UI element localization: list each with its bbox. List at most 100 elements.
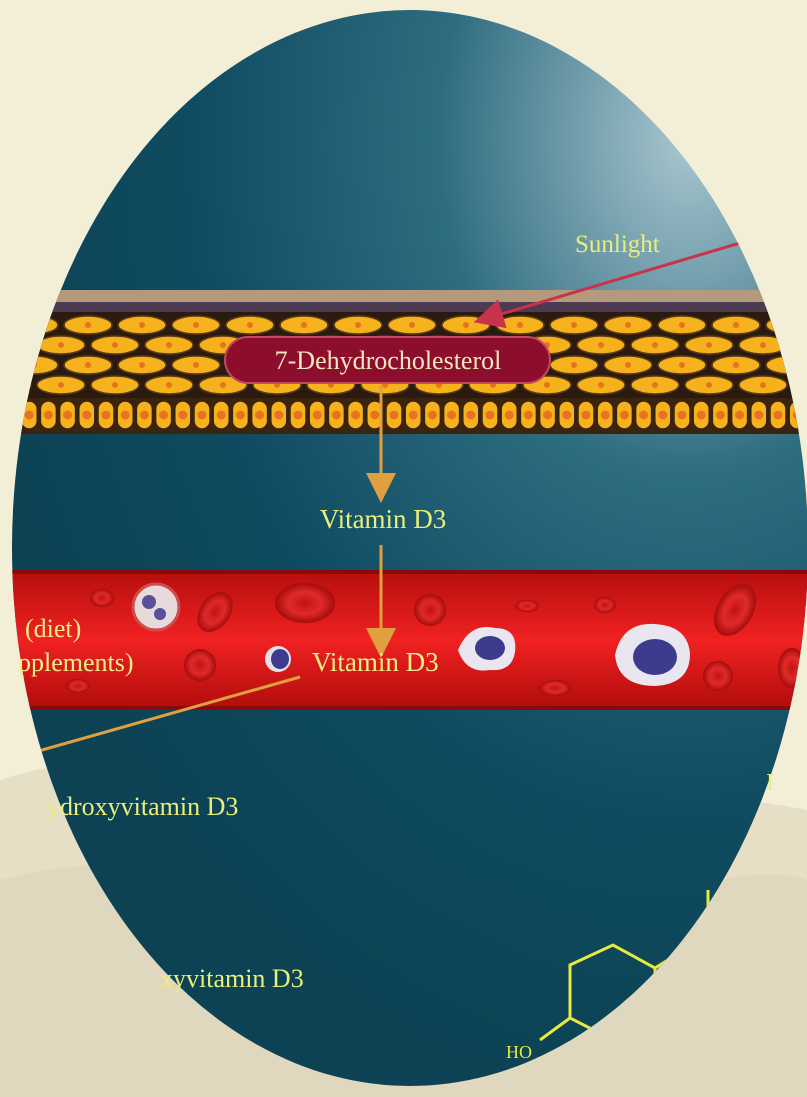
skin-cell-nucleus (787, 362, 793, 368)
skin-cell-nucleus (220, 342, 226, 348)
basal-cell-nucleus (486, 411, 495, 420)
skin-cell-nucleus (301, 322, 307, 328)
skin-cell-nucleus (31, 322, 37, 328)
skin-cell (793, 376, 807, 394)
skin-cell-nucleus (220, 382, 226, 388)
basal-cell-nucleus (294, 411, 303, 420)
basal-cell-nucleus (44, 411, 53, 420)
skin-cell-nucleus (58, 382, 64, 388)
skin-cell-nucleus (355, 322, 361, 328)
skin-cell-nucleus (85, 322, 91, 328)
skin-cell-nucleus (625, 362, 631, 368)
precursor-label: 7-Dehydrocholesterol (275, 346, 502, 375)
basal-cell-nucleus (351, 411, 360, 420)
skin-cell (10, 356, 58, 374)
basal-cell-nucleus (793, 411, 802, 420)
basal-cell-nucleus (313, 411, 322, 420)
dihydroxyvitamin-d3-label: xyvitamin D3 (160, 964, 304, 993)
basal-cell-nucleus (505, 411, 514, 420)
skin-cell (0, 316, 4, 334)
skin-cell (793, 336, 807, 354)
skin-cell-nucleus (571, 362, 577, 368)
skin-cell-nucleus (193, 362, 199, 368)
skin-cell-nucleus (247, 322, 253, 328)
skin-cell-nucleus (4, 382, 10, 388)
skin-cell (766, 356, 807, 374)
skin-cell-nucleus (760, 342, 766, 348)
skin-cell-nucleus (409, 322, 415, 328)
basal-cell-nucleus (466, 411, 475, 420)
skin-cell-nucleus (598, 382, 604, 388)
skin-cell (0, 356, 4, 374)
skin-cell-nucleus (58, 342, 64, 348)
basal-cell-nucleus (236, 411, 245, 420)
vitamin-d3-skin-label: Vitamin D3 (320, 504, 447, 534)
skin-cell-nucleus (760, 382, 766, 388)
skin-cell-nucleus (706, 342, 712, 348)
basal-cell-nucleus (774, 411, 783, 420)
skin-cell-nucleus (571, 322, 577, 328)
basal-cell-nucleus (82, 411, 91, 420)
skin-cell-nucleus (679, 362, 685, 368)
basal-cell-nucleus (601, 411, 610, 420)
skin-cell-nucleus (166, 342, 172, 348)
skin-cell-nucleus (625, 322, 631, 328)
skin-cell-nucleus (517, 322, 523, 328)
basal-cell-nucleus (582, 411, 591, 420)
skin-cell-nucleus (652, 382, 658, 388)
skin-cell-nucleus (544, 382, 550, 388)
basal-cell-nucleus (370, 411, 379, 420)
basal-cell-nucleus (217, 411, 226, 420)
basal-cell-nucleus (255, 411, 264, 420)
basal-cell-nucleus (447, 411, 456, 420)
basal-cell (2, 401, 18, 429)
basal-cell-nucleus (121, 411, 130, 420)
hydroxyvitamin-d3-label: ydroxyvitamin D3 (47, 792, 238, 821)
skin-cell-nucleus (166, 382, 172, 388)
basal-cell-nucleus (274, 411, 283, 420)
diet-label: (diet) (25, 614, 81, 643)
skin-cell-nucleus (112, 382, 118, 388)
basal-cell-nucleus (658, 411, 667, 420)
basal-cell-nucleus (716, 411, 725, 420)
sunlight-label: Sunlight (575, 231, 660, 258)
blood-vessel (0, 570, 807, 710)
skin-cell-nucleus (463, 322, 469, 328)
skin-cell-nucleus (652, 342, 658, 348)
basal-cell-nucleus (25, 411, 34, 420)
basal-cell-nucleus (332, 411, 341, 420)
skin-cell (766, 316, 807, 334)
oval-panel (12, 10, 807, 1086)
skin-cell-nucleus (598, 342, 604, 348)
basal-cell-nucleus (140, 411, 149, 420)
basal-cell-nucleus (543, 411, 552, 420)
basal-cell-nucleus (562, 411, 571, 420)
skin-cell-nucleus (706, 382, 712, 388)
basal-cell-nucleus (409, 411, 418, 420)
skin-cell (0, 376, 31, 394)
basal-cell-nucleus (6, 411, 15, 420)
skin-cell-nucleus (787, 322, 793, 328)
skin-cell-nucleus (193, 322, 199, 328)
basal-cell-nucleus (735, 411, 744, 420)
edge-label: I (766, 770, 774, 796)
basal-cell-nucleus (697, 411, 706, 420)
skin-cell-nucleus (139, 362, 145, 368)
basal-cell-nucleus (102, 411, 111, 420)
vitamin-d3-blood-label: Vitamin D3 (312, 647, 439, 677)
skin-cell-nucleus (139, 322, 145, 328)
supplements-label: pplements) (18, 648, 134, 677)
skin-cell-nucleus (679, 322, 685, 328)
basal-cell-nucleus (428, 411, 437, 420)
skin-cell-nucleus (733, 362, 739, 368)
basal-cell-nucleus (178, 411, 187, 420)
basal-cell-nucleus (390, 411, 399, 420)
molecule-ho-label: HO (506, 1042, 532, 1062)
basal-cell-nucleus (63, 411, 72, 420)
skin-cell (10, 316, 58, 334)
basal-cell-nucleus (639, 411, 648, 420)
basal-cell-nucleus (678, 411, 687, 420)
basal-cell-nucleus (754, 411, 763, 420)
skin-cell-nucleus (4, 342, 10, 348)
